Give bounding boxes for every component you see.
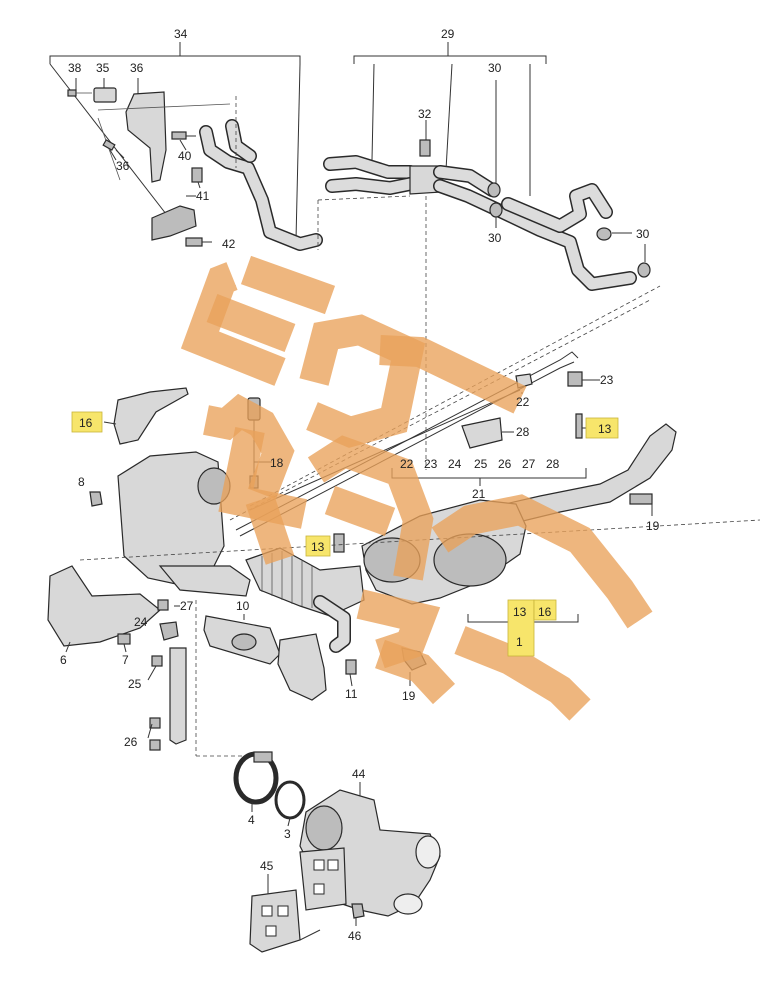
nut-8-icon bbox=[89, 491, 103, 507]
highlight-13-center bbox=[305, 535, 331, 557]
mount-cluster-top-left bbox=[67, 78, 323, 251]
callout-41: 41 bbox=[196, 189, 210, 203]
bracket-6-icon bbox=[47, 565, 161, 647]
bolt-41-icon bbox=[191, 167, 203, 183]
callout-27: 27 bbox=[180, 599, 194, 613]
pressure-pipe-21 bbox=[229, 285, 661, 537]
callout-3: 3 bbox=[284, 827, 291, 841]
hose-clamp-30-icon bbox=[489, 202, 503, 218]
mount-bracket-icon bbox=[151, 205, 197, 241]
callout-34: 34 bbox=[174, 27, 188, 41]
callout-21-item: 27 bbox=[522, 457, 536, 471]
hose-clamp-30-icon bbox=[487, 182, 501, 198]
nut-46-icon bbox=[351, 903, 365, 919]
callout-30-right: 30 bbox=[636, 227, 650, 241]
callout-8: 8 bbox=[78, 475, 85, 489]
heat-shield-16-icon bbox=[113, 387, 189, 445]
bolt-7-icon bbox=[117, 633, 131, 645]
bolt-26-icon bbox=[149, 739, 161, 751]
callout-21: 21 bbox=[472, 487, 486, 501]
callout-36-top: 36 bbox=[130, 61, 144, 75]
callout-38: 38 bbox=[68, 61, 82, 75]
callout-13-lower: 13 bbox=[513, 605, 527, 619]
callout-19-right: 19 bbox=[646, 519, 660, 533]
callout-24: 24 bbox=[134, 615, 148, 629]
callout-19-lower: 19 bbox=[402, 689, 416, 703]
bolt-42-icon bbox=[185, 237, 203, 247]
mount-cluster-lower-left bbox=[47, 565, 427, 757]
callout-29: 29 bbox=[441, 27, 455, 41]
callout-26: 26 bbox=[124, 735, 138, 749]
watermark-logo bbox=[180, 255, 653, 721]
callout-25: 25 bbox=[128, 677, 142, 691]
callout-7: 7 bbox=[122, 653, 129, 667]
callout-13-center: 13 bbox=[311, 540, 325, 554]
bolt-40-icon bbox=[171, 131, 187, 140]
turbo-section bbox=[233, 751, 441, 953]
nut-23-icon bbox=[567, 371, 583, 387]
callout-11: 11 bbox=[345, 687, 358, 701]
callout-18: 18 bbox=[270, 456, 284, 470]
callout-28: 28 bbox=[516, 425, 530, 439]
sensor-bracket-36-icon bbox=[125, 91, 167, 183]
bolt-32-icon bbox=[419, 139, 431, 157]
callout-21-item: 26 bbox=[498, 457, 512, 471]
pressure-sensor-35-icon bbox=[93, 87, 117, 103]
highlight-13 bbox=[585, 417, 619, 439]
gasket-45-icon bbox=[249, 889, 301, 953]
callout-21-item: 24 bbox=[448, 457, 462, 471]
callout-13-right: 13 bbox=[598, 422, 612, 436]
seal-ring-3-icon bbox=[274, 780, 306, 820]
bolt-13-icon bbox=[333, 533, 345, 553]
callout-21-item: 22 bbox=[400, 457, 414, 471]
bolt-38-icon bbox=[67, 89, 77, 97]
callout-1: 1 bbox=[516, 635, 523, 649]
callout-30-top: 30 bbox=[488, 61, 502, 75]
highlight-16 bbox=[71, 411, 103, 433]
callout-44: 44 bbox=[352, 767, 366, 781]
bolt-36-icon bbox=[102, 139, 116, 151]
bolt-27-icon bbox=[157, 599, 169, 611]
callout-22: 22 bbox=[516, 395, 530, 409]
sensor-19-icon bbox=[629, 493, 653, 505]
callout-21-item: 28 bbox=[546, 457, 560, 471]
hose-clamp-30-icon bbox=[596, 227, 612, 241]
nut-25-icon bbox=[151, 655, 163, 667]
callout-6: 6 bbox=[60, 653, 67, 667]
callout-23: 23 bbox=[600, 373, 614, 387]
callout-35: 35 bbox=[96, 61, 110, 75]
sensor-13-icon bbox=[575, 413, 583, 439]
group-bracket-29: 29 bbox=[353, 27, 547, 196]
hose-clamp-30-icon bbox=[637, 262, 651, 278]
callout-row-21: 22 23 24 25 26 27 28 bbox=[400, 457, 560, 471]
callout-40: 40 bbox=[178, 149, 192, 163]
callout-21-item: 23 bbox=[424, 457, 438, 471]
clamp-24-icon bbox=[159, 621, 179, 641]
bolt-11-icon bbox=[345, 659, 357, 675]
callout-36-lower: 36 bbox=[116, 159, 130, 173]
callout-10: 10 bbox=[236, 599, 250, 613]
callout-21-item: 25 bbox=[474, 457, 488, 471]
callout-46: 46 bbox=[348, 929, 362, 943]
callout-16-lower: 16 bbox=[538, 605, 552, 619]
highlight-13-1 bbox=[507, 599, 535, 657]
callout-42: 42 bbox=[222, 237, 236, 251]
highlight-16-lower bbox=[533, 599, 557, 621]
bolt-26-icon bbox=[149, 717, 161, 729]
bracket-28-icon bbox=[461, 417, 503, 449]
callout-16: 16 bbox=[79, 416, 93, 430]
callout-30-mid: 30 bbox=[488, 231, 502, 245]
callout-45: 45 bbox=[260, 859, 274, 873]
hanger-icon bbox=[169, 647, 187, 745]
callout-4: 4 bbox=[248, 813, 255, 827]
callout-32: 32 bbox=[418, 107, 432, 121]
hose-cluster-top-right bbox=[317, 80, 651, 470]
